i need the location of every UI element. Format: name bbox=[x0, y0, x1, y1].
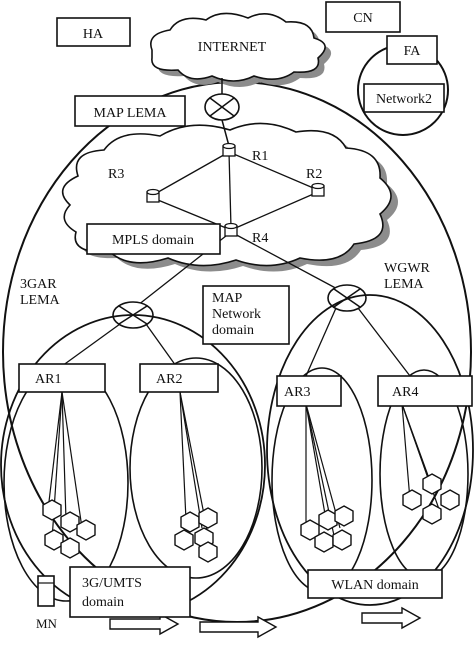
mpls-domain-box bbox=[86, 223, 221, 255]
mn-label: MN bbox=[36, 616, 58, 631]
wlan-domain-ellipse bbox=[266, 294, 474, 606]
ha-box bbox=[56, 17, 131, 47]
wgwr-lema-label-line2: LEMA bbox=[384, 277, 425, 292]
ar2-label: AR2 bbox=[156, 372, 182, 387]
map-lema-node bbox=[204, 93, 240, 121]
r2-label: R2 bbox=[306, 167, 322, 182]
map-network-label-line3: domain bbox=[212, 323, 254, 338]
router-r1 bbox=[222, 142, 236, 157]
router-links bbox=[132, 151, 344, 310]
ar4-box bbox=[377, 375, 473, 407]
wlan-domain-label: WLAN domain bbox=[331, 578, 418, 593]
map-lema-box bbox=[74, 95, 186, 127]
r4-label: R4 bbox=[252, 231, 268, 246]
ar4-label: AR4 bbox=[392, 385, 418, 400]
radio-links bbox=[47, 391, 441, 546]
ha-label: HA bbox=[83, 27, 104, 42]
ar4-hex-cells bbox=[402, 473, 460, 525]
r1-label: R1 bbox=[252, 149, 268, 164]
wlan-domain-box bbox=[307, 569, 443, 599]
map-network-label-line2: Network bbox=[212, 307, 261, 322]
map-network-label-line1: MAP bbox=[212, 291, 243, 306]
umts-domain-label-line2: domain bbox=[82, 595, 124, 610]
mpls-domain-label: MPLS domain bbox=[112, 233, 194, 248]
ar1-cell-ellipse bbox=[3, 364, 129, 602]
router-r3 bbox=[146, 188, 160, 203]
ar2-box bbox=[139, 363, 219, 393]
mobile-node-device bbox=[37, 575, 55, 607]
internet-cloud bbox=[150, 12, 332, 87]
map-lema-label: MAP LEMA bbox=[94, 106, 168, 121]
lema-ar-links bbox=[61, 307, 411, 377]
gar-lema-label-line2: LEMA bbox=[20, 293, 61, 308]
gar-lema-label-line1: 3GAR bbox=[20, 277, 57, 292]
fa-label: FA bbox=[404, 44, 422, 59]
ar1-box bbox=[18, 363, 106, 393]
network2-label: Network2 bbox=[376, 92, 432, 107]
ar2-hex-cells bbox=[174, 507, 218, 563]
ar1-hex-cells bbox=[42, 499, 96, 559]
movement-arrows bbox=[109, 606, 422, 639]
fa-box bbox=[386, 35, 438, 65]
umts-domain-box bbox=[69, 566, 191, 618]
ar3-box bbox=[276, 375, 342, 407]
router-r2 bbox=[311, 182, 325, 197]
link-maplema-r1 bbox=[221, 119, 230, 147]
r3-label: R3 bbox=[108, 167, 124, 182]
ar3-label: AR3 bbox=[284, 385, 310, 400]
ar3-hex-cells bbox=[300, 505, 354, 553]
ar2-cell-ellipse bbox=[129, 357, 263, 579]
map-network-domain-box bbox=[202, 285, 290, 345]
network2-box bbox=[363, 83, 445, 113]
cn-box bbox=[325, 1, 401, 33]
internet-label: INTERNET bbox=[198, 40, 267, 55]
wgwr-lema-label-line1: WGWR bbox=[384, 261, 431, 276]
router-r4 bbox=[224, 222, 238, 237]
ar1-label: AR1 bbox=[35, 372, 61, 387]
umts-domain-label-line1: 3G/UMTS bbox=[82, 576, 142, 591]
cn-label: CN bbox=[353, 11, 372, 26]
